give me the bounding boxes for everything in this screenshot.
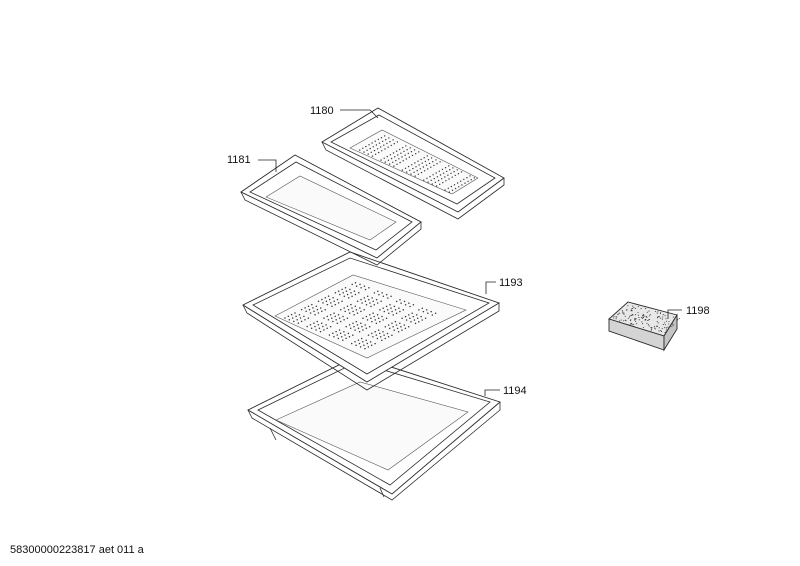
callout-1180: 1180 bbox=[310, 105, 334, 117]
perforation-pattern-1180 bbox=[359, 135, 475, 193]
part-1193-perforated-tray bbox=[242, 251, 501, 391]
leader-1181 bbox=[258, 159, 277, 172]
callout-1181: 1181 bbox=[227, 154, 251, 166]
callout-1194: 1194 bbox=[503, 385, 527, 397]
part-1181-solid-pan bbox=[240, 154, 422, 266]
sponge-texture bbox=[613, 305, 680, 333]
leader-1193 bbox=[485, 281, 496, 294]
callout-1193: 1193 bbox=[499, 277, 523, 289]
part-1198-sponge bbox=[608, 301, 680, 352]
leader-1180 bbox=[340, 109, 379, 119]
part-1180-perforated-pan bbox=[321, 107, 505, 220]
leader-1194 bbox=[484, 389, 500, 396]
perforation-pattern-1193 bbox=[284, 281, 437, 350]
part-1194-solid-tray bbox=[247, 355, 501, 501]
callout-1198: 1198 bbox=[686, 305, 710, 317]
drawing-reference-number: 58300000223817 aet 011 a bbox=[10, 544, 144, 556]
leader-1198 bbox=[667, 309, 682, 319]
